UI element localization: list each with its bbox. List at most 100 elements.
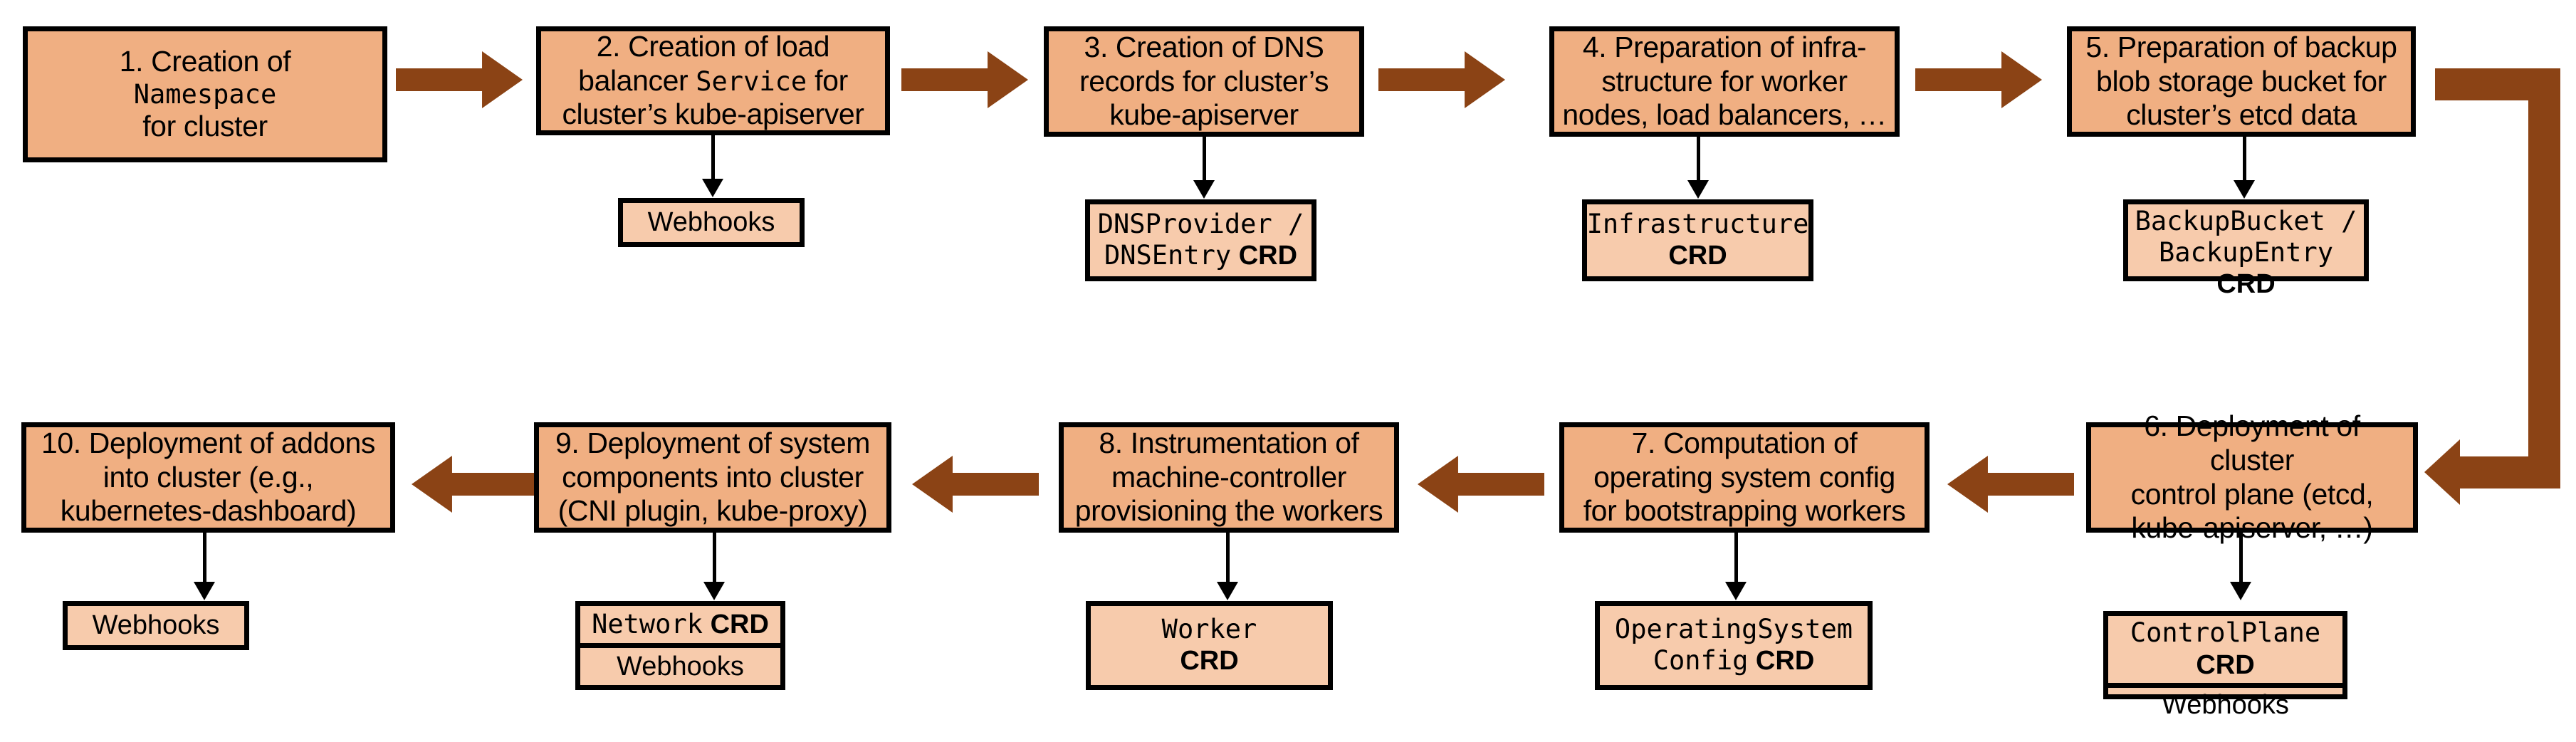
step-4-line-3: nodes, load balancers, …: [1562, 98, 1887, 132]
artifact-row-crd: DNSProvider / DNSEntry CRD: [1090, 204, 1311, 276]
artifact-row-crd: ControlPlane CRD: [2108, 616, 2342, 683]
step-7-line-3: for bootstrapping workers: [1583, 494, 1906, 528]
step-1-line-2: Namespace: [133, 78, 277, 110]
crd-name-line-2: Config CRD: [1615, 645, 1853, 677]
arrow-step1-to-step2: [396, 51, 523, 108]
arrow-step4-to-step5: [1915, 51, 2042, 108]
crd-name-line-1: Network CRD: [592, 609, 769, 641]
step-8-line-3: provisioning the workers: [1074, 494, 1383, 528]
webhooks-label: Webhooks: [92, 610, 220, 641]
step-7-line-2: operating system config: [1593, 460, 1895, 493]
crd-name-line-1: OperatingSystem: [1614, 614, 1853, 645]
artifact-row-crd: Worker CRD: [1091, 606, 1328, 685]
step-10-line-2: into cluster (e.g.,: [103, 460, 314, 493]
step-9-line-2: components into cluster: [562, 460, 864, 493]
step-2-line-2-pre: balancer: [578, 63, 696, 97]
wrap-connector-return-segment: [2460, 456, 2560, 488]
step-box-10[interactable]: 10. Deployment of addons into cluster (e…: [21, 422, 395, 533]
step-2-line-2-post: for: [807, 63, 848, 97]
webhooks-label: Webhooks: [2162, 689, 2289, 720]
artifact-row-webhooks: Webhooks: [580, 643, 780, 685]
step-6-line-1: 6. Deployment of cluster: [2144, 409, 2360, 476]
crd-name-mono: Network: [592, 608, 703, 639]
artifact-row-crd: Infrastructure CRD: [1586, 204, 1809, 276]
step-2-line-1: 2. Creation of load: [596, 29, 830, 63]
step-box-1[interactable]: 1. Creation of Namespace for cluster: [23, 26, 387, 162]
step-6-line-2: control plane (etcd,: [2130, 477, 2374, 511]
step-box-4[interactable]: 4. Preparation of infra- structure for w…: [1549, 26, 1900, 137]
step-3-line-2: records for cluster’s: [1079, 64, 1329, 98]
step-9-line-1: 9. Deployment of system: [555, 426, 870, 459]
step-box-9[interactable]: 9. Deployment of system components into …: [534, 422, 891, 533]
step-2-line-2: balancer Service for: [548, 64, 878, 98]
artifact-row-webhooks: Webhooks: [2108, 682, 2342, 723]
step-4-line-1: 4. Preparation of infra-: [1582, 30, 1867, 63]
step-9-line-3: (CNI plugin, kube-proxy): [557, 494, 868, 528]
crd-name-line-2-mono: BackupEntry: [2158, 236, 2334, 268]
crd-tag: CRD: [2216, 269, 2276, 300]
wrap-connector-vertical-segment: [2528, 68, 2560, 488]
crd-tag: CRD: [1180, 645, 1239, 676]
step-6-line-3: kube-apiserver, …): [2131, 511, 2373, 545]
artifact-box-step-8[interactable]: Worker CRD: [1086, 601, 1333, 690]
artifact-box-step-3[interactable]: DNSProvider / DNSEntry CRD: [1085, 199, 1316, 281]
step-box-5[interactable]: 5. Preparation of backup blob storage bu…: [2067, 26, 2416, 137]
step-1-line-1: 1. Creation of: [119, 44, 291, 78]
step-10-line-1: 10. Deployment of addons: [41, 426, 376, 459]
artifact-row-crd: Network CRD: [580, 606, 780, 643]
step-5-line-2: blob storage bucket for: [2096, 64, 2387, 98]
step-10-line-3: kubernetes-dashboard): [60, 494, 357, 528]
step-box-8[interactable]: 8. Instrumentation of machine-controller…: [1059, 422, 1399, 533]
step-4-line-2: structure for worker: [1601, 64, 1848, 98]
crd-tag: CRD: [2196, 649, 2255, 680]
step-3-line-1: 3. Creation of DNS: [1084, 30, 1324, 63]
webhooks-label: Webhooks: [647, 207, 775, 238]
step-box-7[interactable]: 7. Computation of operating system confi…: [1559, 422, 1930, 533]
artifact-box-step-7[interactable]: OperatingSystem Config CRD: [1595, 601, 1873, 690]
crd-name-line-2-mono: DNSEntry: [1104, 239, 1232, 271]
step-3-line-3: kube-apiserver: [1109, 98, 1299, 132]
artifact-box-step-2[interactable]: Webhooks: [618, 198, 805, 247]
crd-name-line-1: Infrastructure: [1586, 209, 1809, 240]
step-2-line-2-mono: Service: [696, 66, 807, 97]
step-1-line-3: for cluster: [142, 110, 268, 143]
step-8-line-2: machine-controller: [1111, 460, 1347, 493]
crd-name-line-2-mono: Config: [1653, 644, 1749, 676]
arrow-step2-to-step3: [901, 51, 1028, 108]
artifact-box-step-10[interactable]: Webhooks: [63, 601, 249, 650]
artifact-box-step-6[interactable]: ControlPlane CRD Webhooks: [2103, 611, 2347, 720]
crd-tag: CRD: [1668, 240, 1727, 271]
artifact-box-step-4[interactable]: Infrastructure CRD: [1582, 199, 1813, 281]
step-box-2[interactable]: 2. Creation of load balancer Service for…: [536, 26, 890, 135]
arrow-step7-to-step8: [1418, 456, 1544, 513]
crd-name-line-1: Worker: [1161, 614, 1257, 645]
crd-tag: CRD: [1748, 645, 1815, 676]
arrow-step6-to-step7: [1947, 456, 2074, 513]
arrow-step9-to-step10: [412, 456, 538, 513]
artifact-row-webhooks: Webhooks: [623, 203, 800, 242]
wrap-connector-arrowhead-icon: [2424, 439, 2460, 505]
step-box-3[interactable]: 3. Creation of DNS records for cluster’s…: [1044, 26, 1364, 137]
step-5-line-1: 5. Preparation of backup: [2085, 30, 2397, 63]
arrow-step3-to-step4: [1378, 51, 1505, 108]
crd-name-line-1: BackupBucket /: [2135, 206, 2357, 236]
arrow-step8-to-step9: [912, 456, 1039, 513]
crd-name-line-1: DNSProvider /: [1097, 209, 1304, 240]
crd-tag: CRD: [703, 609, 769, 639]
artifact-box-step-5[interactable]: BackupBucket / BackupEntry CRD: [2123, 199, 2369, 299]
step-5-line-3: cluster’s etcd data: [2126, 98, 2357, 132]
crd-name-line-2: DNSEntry CRD: [1098, 240, 1304, 272]
step-box-6[interactable]: 6. Deployment of cluster control plane (…: [2086, 409, 2418, 544]
crd-name-line-2: BackupEntry CRD: [2132, 237, 2360, 301]
step-7-line-1: 7. Computation of: [1631, 426, 1858, 459]
artifact-row-crd: OperatingSystem Config CRD: [1600, 606, 1868, 685]
step-2-line-3: cluster’s kube-apiserver: [562, 98, 864, 131]
artifact-row-webhooks: Webhooks: [68, 606, 244, 645]
artifact-box-step-9[interactable]: Network CRD Webhooks: [575, 601, 785, 690]
crd-name-mono: ControlPlane: [2130, 617, 2321, 648]
artifact-row-crd: BackupBucket / BackupEntry CRD: [2128, 204, 2364, 302]
step-8-line-1: 8. Instrumentation of: [1099, 426, 1359, 459]
webhooks-label: Webhooks: [617, 651, 744, 681]
crd-name-line-1: ControlPlane CRD: [2112, 617, 2338, 681]
